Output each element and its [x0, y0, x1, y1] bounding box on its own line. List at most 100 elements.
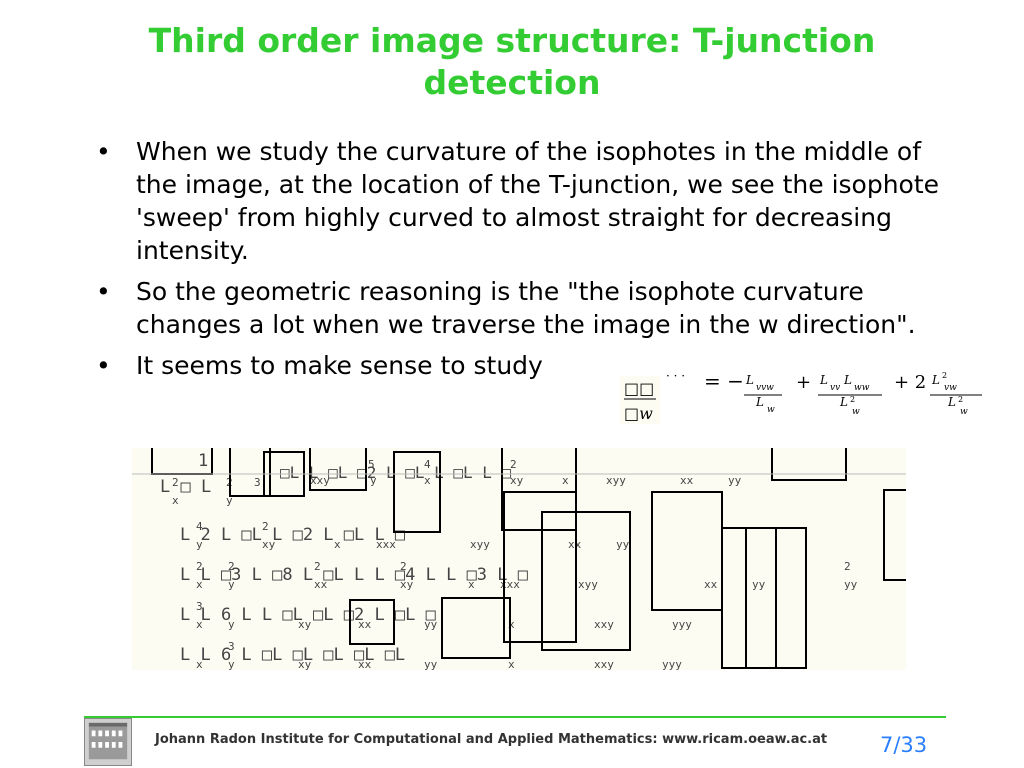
formula-lhs-denominator: □w: [624, 404, 653, 423]
formula-term2b: L: [843, 373, 852, 387]
math-sub: xy: [262, 538, 276, 551]
math-row-5: L L 6 L L □L □L □2 L □L □: [180, 605, 437, 625]
math-sub: x: [468, 578, 475, 591]
math-sub: y: [370, 474, 377, 487]
artifact-box: [771, 448, 847, 481]
math-output-block: 1 □L L □L □2 L □L L □L L □ L □ L L 2 L □…: [132, 448, 906, 670]
formula-term3-sup: 2: [942, 371, 947, 380]
math-sup: 3: [196, 600, 203, 613]
math-sub: xxy: [594, 658, 614, 670]
bullet-icon: •: [96, 277, 111, 306]
formula-term3-den: L: [947, 395, 956, 409]
math-sub: x: [196, 658, 203, 670]
math-row-4: L L □3 L □8 L □L L L □4 L L □3 L □: [180, 565, 529, 585]
math-row-3: L 2 L □L L □2 L □L L □: [180, 525, 406, 545]
math-sup: 4: [424, 458, 431, 471]
math-sub: yy: [424, 658, 438, 670]
math-sub: xy: [298, 658, 312, 670]
math-sub: xxy: [594, 618, 614, 631]
formula-term2-den-sup: 2: [850, 395, 855, 404]
artifact-box: [745, 527, 777, 669]
math-sup: 2: [844, 560, 851, 573]
formula-term2-den: L: [839, 395, 848, 409]
math-sub: yyy: [672, 618, 692, 631]
derivative-formula: □□ □w · · · = − L vvw L w + L vv L ww L …: [620, 369, 982, 424]
footer-divider: [84, 716, 946, 718]
formula-term1-sub: vvw: [756, 383, 774, 393]
formula-term3-sub: vw: [944, 383, 957, 393]
math-sub: yy: [616, 538, 630, 551]
artifact-box: [501, 448, 577, 531]
math-sub: xxy: [310, 474, 330, 487]
formula-term3: L: [931, 373, 940, 387]
math-sub: x: [562, 474, 569, 487]
math-row-1-extra: □L L □L □2 L □L L □L L □: [280, 463, 512, 482]
footer-institute-text: Johann Radon Institute for Computational…: [155, 732, 828, 747]
math-sub: xx: [314, 578, 328, 591]
formula-term3-den-sub: w: [960, 407, 968, 417]
artifact-box: [721, 527, 807, 669]
bullet-item: • When we study the curvature of the iso…: [96, 135, 946, 267]
math-sub: x: [172, 494, 179, 507]
artifact-box: [349, 599, 395, 645]
formula-equals: = −: [704, 369, 744, 393]
math-sub: xy: [400, 578, 414, 591]
formula-plus-2: + 2: [894, 372, 926, 393]
slide-title: Third order image structure: T-junction …: [148, 21, 876, 102]
math-sub: xyy: [578, 578, 598, 591]
artifact-box: [503, 491, 577, 643]
math-sub: yy: [844, 578, 858, 591]
formula-term2-sub: vv: [830, 383, 840, 393]
math-sup: 2: [196, 560, 203, 573]
artifact-box: [541, 511, 631, 651]
math-sub: x: [334, 538, 341, 551]
institute-logo-icon: [84, 718, 132, 766]
formula-plus-1: +: [796, 372, 811, 393]
bullet-text: So the geometric reasoning is the "the i…: [136, 277, 916, 339]
formula-term1: L: [745, 373, 754, 387]
math-sup: 4: [196, 520, 203, 533]
math-sub: y: [228, 658, 235, 670]
math-sub: xy: [298, 618, 312, 631]
math-sub: xx: [568, 538, 582, 551]
bullet-text: When we study the curvature of the isoph…: [136, 137, 940, 265]
math-sup: 2: [228, 560, 235, 573]
math-sub: xx: [358, 658, 372, 670]
math-sup: 3: [228, 640, 235, 653]
formula-term2b-sub: ww: [854, 383, 870, 393]
math-sub: x: [196, 618, 203, 631]
formula-term2-den-sub: w: [852, 407, 860, 417]
bullet-icon: •: [96, 351, 111, 380]
math-sub: x: [196, 578, 203, 591]
math-sub: xyy: [470, 538, 490, 551]
math-sub: yy: [752, 578, 766, 591]
math-sub: xyy: [606, 474, 626, 487]
artifact-box: [883, 489, 906, 581]
math-row-2: L □ L: [160, 477, 211, 497]
math-row-1: 1: [198, 451, 208, 471]
math-sup: 2: [262, 520, 269, 533]
bullet-item: • It seems to make sense to study: [96, 349, 946, 382]
math-sup: 2: [400, 560, 407, 573]
artifact-box: [229, 448, 271, 497]
bullet-icon: •: [96, 137, 111, 166]
page-number: 7/33: [880, 733, 928, 757]
artifact-box: [651, 491, 723, 611]
math-row-6: L L 6 L □L □L □L □L □L: [180, 645, 405, 665]
formula-dots: · · ·: [666, 369, 685, 383]
math-sub: xy: [510, 474, 524, 487]
math-sub: y: [226, 494, 233, 507]
math-sub: y: [228, 618, 235, 631]
math-sub: x: [508, 618, 515, 631]
formula-term2: L: [819, 373, 828, 387]
formula-term3-den-sup: 2: [958, 395, 963, 404]
formula-term1-den-sub: w: [767, 405, 775, 415]
math-sub: yyy: [662, 658, 682, 670]
bullet-list: • When we study the curvature of the iso…: [96, 135, 946, 390]
math-sup: 5: [368, 458, 375, 471]
math-sub: xx: [704, 578, 718, 591]
math-sub: xxx: [376, 538, 396, 551]
formula-term1-den: L: [755, 395, 764, 409]
math-sub: yy: [728, 474, 742, 487]
bullet-item: • So the geometric reasoning is the "the…: [96, 275, 946, 341]
